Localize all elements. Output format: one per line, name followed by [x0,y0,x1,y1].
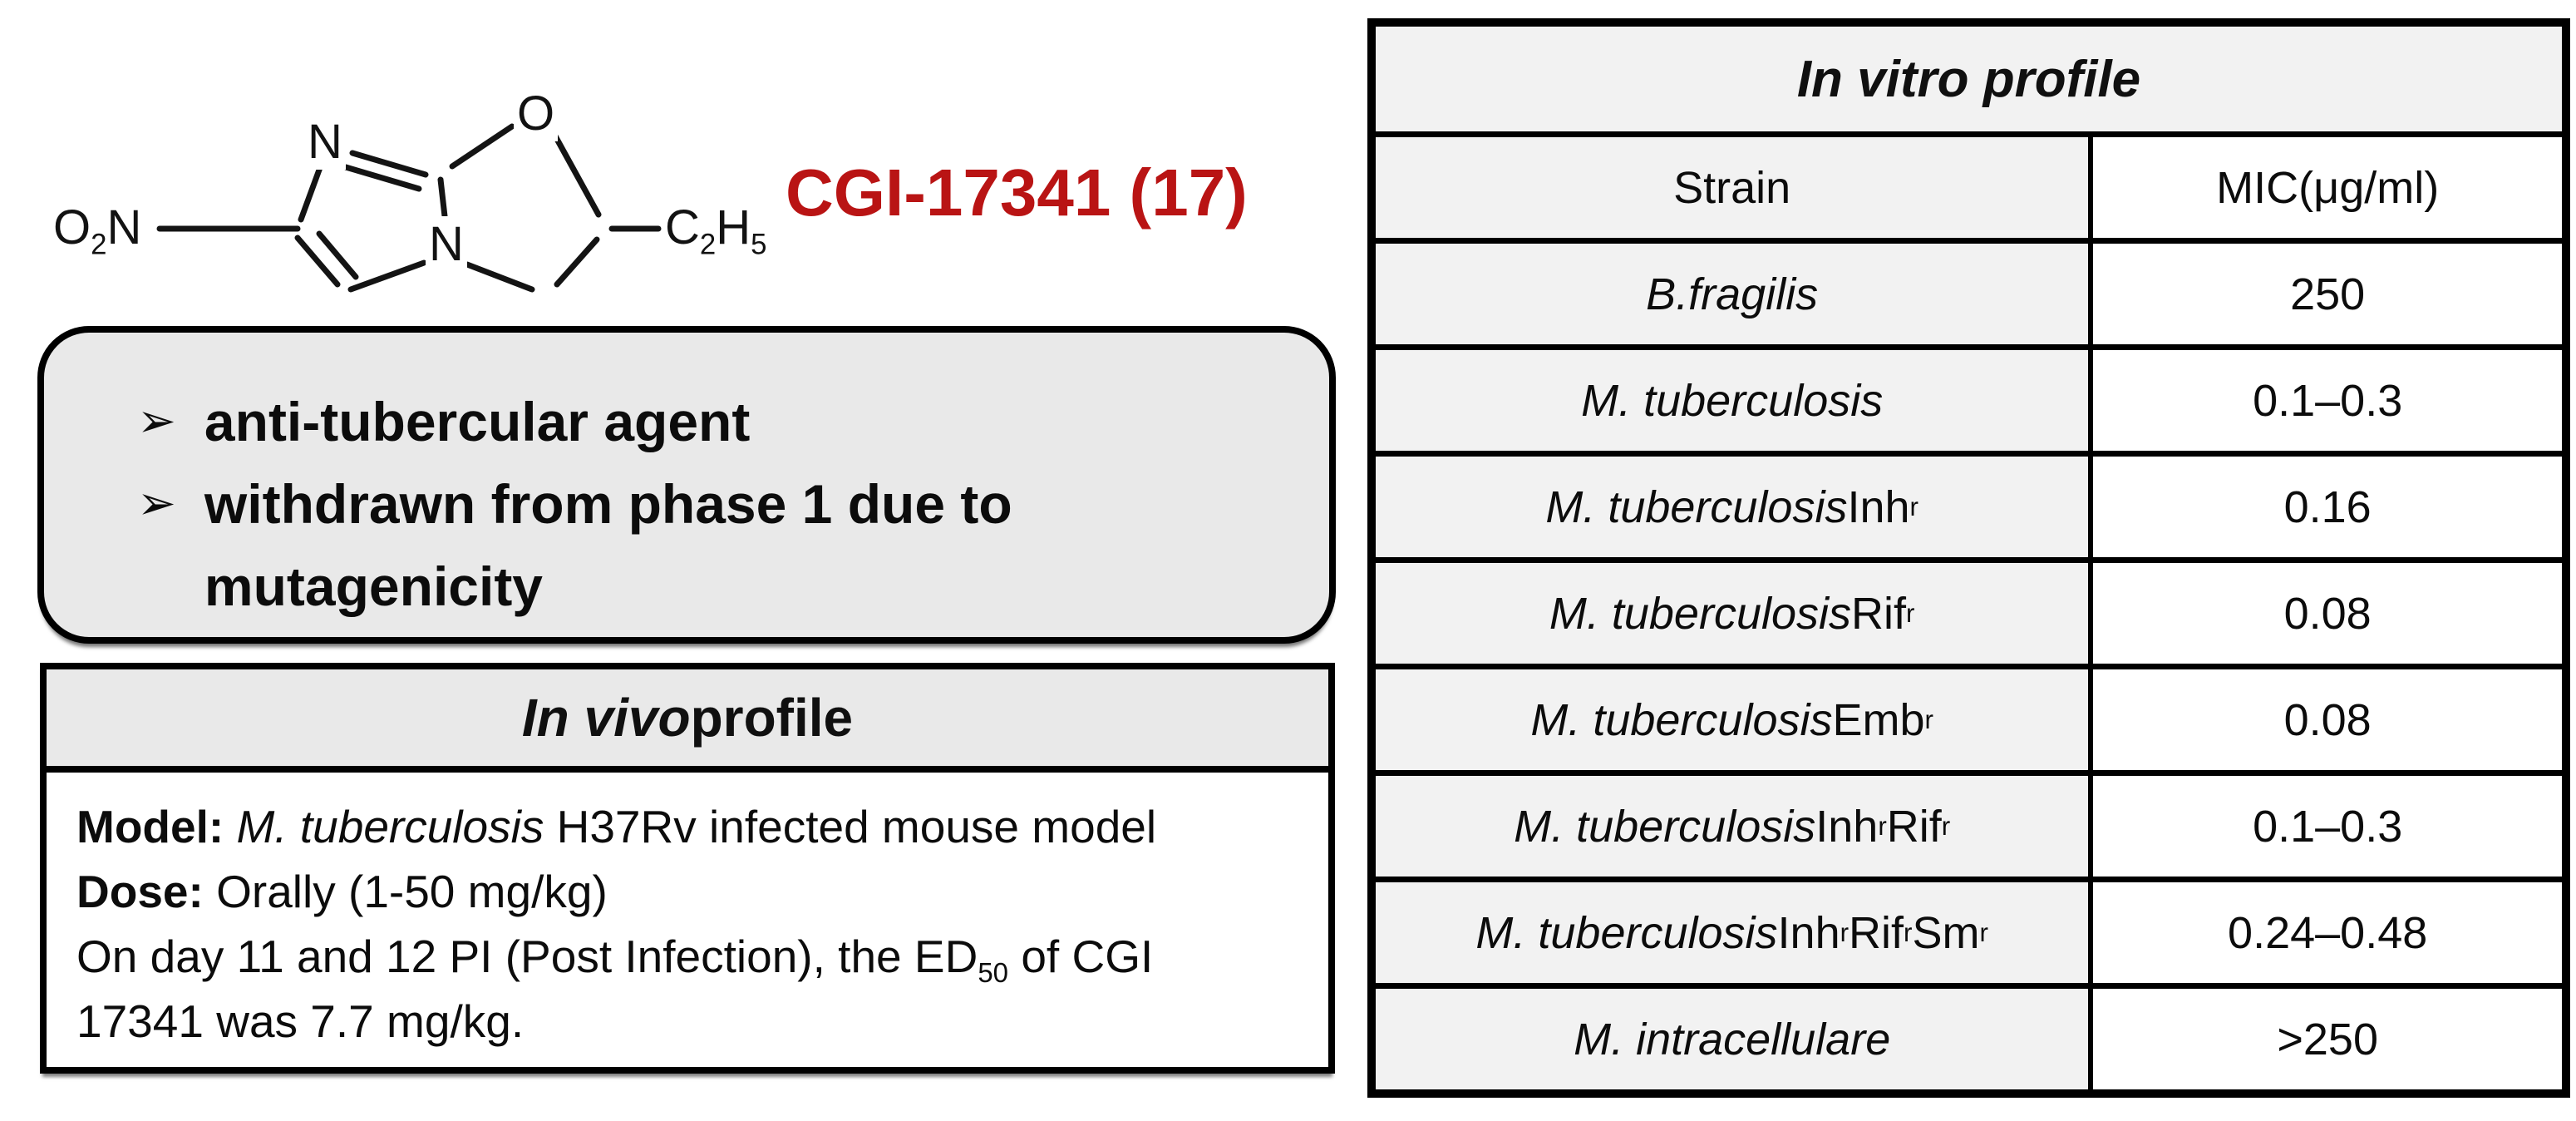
mic-cell: 0.08 [2093,563,2562,664]
bullet-text: anti-tubercular agent [204,391,751,452]
mic-cell: 0.08 [2093,669,2562,770]
nitrogen-bottom-label: N [426,216,467,272]
structure-bonds [156,123,662,293]
mic-cell: 250 [2093,244,2562,344]
invitro-table: In vitro profile Strain MIC(μg/ml) B.fra… [1367,18,2570,1098]
invitro-table-title: In vitro profile [1376,27,2562,131]
invivo-text-line: Dose: Orally (1-50 mg/kg) [76,866,608,918]
invitro-table-body: B.fragilis 250 M. tuberculosis 0.1–0.3 M… [1376,238,2562,1089]
oxygen-label: O [514,86,559,141]
mic-cell: 0.24–0.48 [2093,882,2562,983]
strain-cell: B.fragilis [1376,244,2094,344]
column-header-mic: MIC(μg/ml) [2093,137,2562,238]
invivo-text-line: Model: M. tuberculosis H37Rv infected mo… [76,801,1157,852]
table-row: M. tuberculosis 0.1–0.3 [1376,344,2562,451]
invivo-text-line: 17341 was 7.7 mg/kg. [76,995,525,1048]
invivo-text-line: On day 11 and 12 PI (Post Infection), th… [76,931,1154,989]
chemical-structure: O2N N O N C2H5 [50,75,798,337]
mic-cell: 0.16 [2093,457,2562,557]
mic-cell: 0.1–0.3 [2093,776,2562,877]
invivo-profile-header: In vivo profile [47,669,1328,773]
bullet-item: ➢ withdrawn from phase 1 due to mutageni… [137,463,1283,628]
arrow-bullet-icon: ➢ [137,394,176,448]
ethyl-group-label: C2H5 [662,200,771,259]
compound-title: CGI-17341 (17) [786,156,1248,230]
strain-cell: M. intracellulare [1376,989,2094,1089]
bullet-text: withdrawn from phase 1 due to mutagenici… [204,473,1012,617]
mic-cell: 0.1–0.3 [2093,350,2562,451]
nitro-group-label: O2N [50,200,145,259]
highlights-box: ➢ anti-tubercular agent ➢ withdrawn from… [37,326,1336,644]
nitrogen-top-label: N [304,114,346,170]
arrow-bullet-icon: ➢ [137,477,176,531]
table-row: B.fragilis 250 [1376,238,2562,344]
column-header-strain: Strain [1376,137,2094,238]
bullet-item: ➢ anti-tubercular agent [137,381,1283,463]
invivo-profile-box: In vivo profile Model: M. tuberculosis H… [40,663,1335,1074]
table-row: M. intracellulare >250 [1376,983,2562,1089]
invivo-profile-body: Model: M. tuberculosis H37Rv infected mo… [47,773,1328,1054]
invitro-header-row: Strain MIC(μg/ml) [1376,131,2562,238]
strain-cell: M. tuberculosis [1376,350,2094,451]
mic-cell: >250 [2093,989,2562,1089]
